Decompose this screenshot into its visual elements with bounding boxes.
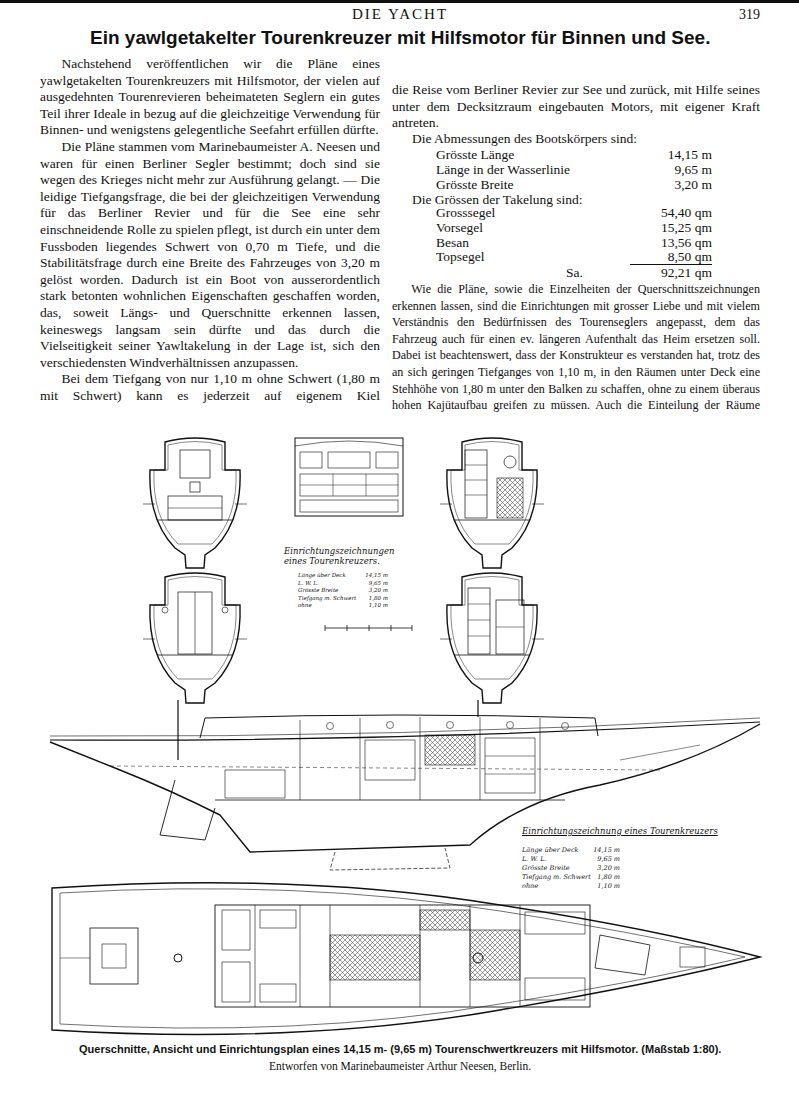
drawing-table-cell: Länge über Deck — [298, 572, 354, 579]
body-paragraph: Bei dem Tiefgang von nur 1,10 m ohne Sch… — [40, 371, 380, 404]
table-value: 8,50 qm — [630, 249, 712, 265]
body-paragraph: Nachstehend veröffentlichen wir die Plän… — [40, 56, 380, 139]
drawing-title: Einrichtungszeichnungen eines Tourenkreu… — [284, 546, 414, 566]
table-cell: Besan — [436, 235, 469, 250]
table-cell: Sa. — [566, 265, 583, 280]
interior-elevation — [295, 438, 403, 516]
scale-bar — [325, 625, 412, 631]
designer-credit: Entworfen von Marinebaumeister Arthur Ne… — [269, 1060, 531, 1072]
table-value: 92,21 qm — [630, 265, 712, 280]
drawing-table-value: 1,10 m — [352, 602, 388, 609]
drawing-table-value: 3,20 m — [582, 864, 620, 872]
drawing-table-value: 9,65 m — [582, 855, 620, 863]
table-value: 3,20 m — [630, 177, 712, 192]
text-column: Nachstehend veröffentlichen wir die Plän… — [40, 56, 380, 404]
body-paragraph: Wie die Pläne, sowie die Einzelheiten de… — [392, 281, 760, 414]
body-paragraph: die Reise vom Berliner Revier zur See un… — [392, 82, 760, 132]
body-paragraph: Die Pläne stammen vom Marinebaumeister A… — [40, 139, 380, 371]
table-value: 54,40 qm — [630, 205, 712, 220]
drawing-table-cell: Grösste Breite — [298, 587, 354, 594]
drawing-table-cell: Tiefgang m. Schwert — [522, 873, 584, 881]
table-cell: Grösste Breite — [436, 177, 514, 192]
drawing-table-value: 3,20 m — [352, 587, 388, 594]
table-cell: Grösste Länge — [436, 147, 514, 162]
table-value: 14,15 m — [630, 147, 712, 162]
drawing-table-cell: L. W. L. — [522, 855, 584, 863]
side-elevation — [50, 700, 760, 870]
drawing-table-value: 14,15 m — [582, 846, 620, 854]
table-heading: Die Abmessungen des Bootskörpers sind: — [412, 131, 637, 146]
drawing-table-value: 1,80 m — [582, 873, 620, 881]
drawing-table-cell: L. W. L. — [298, 580, 354, 587]
drawing-table-value: 1,10 m — [582, 882, 620, 890]
drawing-table-value: 1,80 m — [352, 595, 388, 602]
drawing-table-cell: Grösste Breite — [522, 864, 584, 872]
table-value: 13,56 qm — [630, 235, 712, 250]
drawing-table-value: 9,65 m — [352, 580, 388, 587]
plan-view — [52, 883, 760, 1035]
article-title: Ein yawlgetakelter Tourenkreuzer mit Hil… — [90, 27, 710, 49]
table-heading: Die Grössen der Takelung sind: — [412, 192, 583, 207]
table-cell: Vorsegel — [436, 220, 483, 235]
page-number: 319 — [700, 7, 760, 23]
table-value: 15,25 qm — [630, 220, 712, 235]
cross-sections — [143, 438, 544, 703]
drawing-table-cell: Tiefgang m. Schwert — [298, 595, 354, 602]
table-cell: Topsegel — [436, 249, 485, 264]
table-cell: Grosssegel — [436, 205, 495, 220]
drawing-table-cell: ohne — [298, 602, 354, 609]
drawing-title: Einrichtungszeichnung eines Tourenkreuze… — [522, 826, 718, 836]
figure-caption: Querschnitte, Ansicht und Einrichtungspl… — [79, 1043, 721, 1055]
running-head: DIE YACHT — [250, 6, 550, 23]
drawing-table-value: 14,15 m — [352, 572, 388, 579]
table-cell: Länge in der Wasserlinie — [436, 162, 570, 177]
table-value: 9,65 m — [630, 162, 712, 177]
drawing-table-cell: ohne — [522, 882, 584, 890]
drawing-table-cell: Länge über Deck — [522, 846, 584, 854]
